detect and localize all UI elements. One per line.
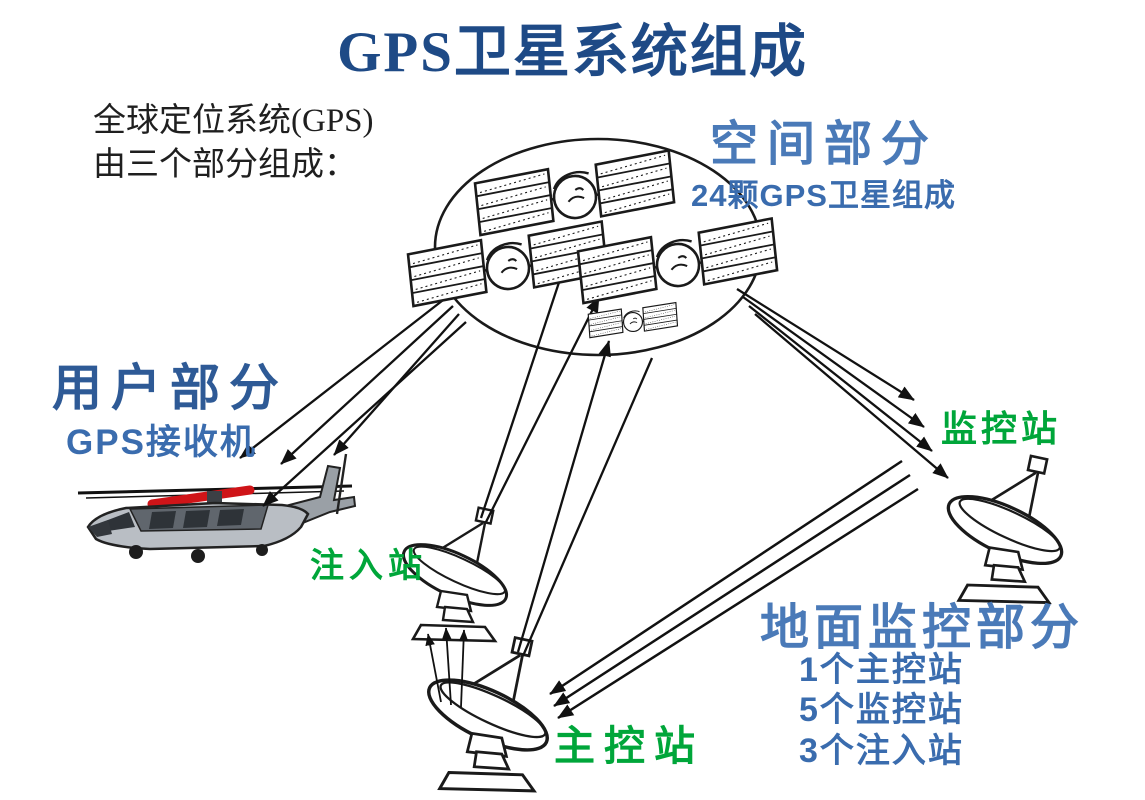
ground-segment-list: 1个主控站 5个监控站 3个注入站 xyxy=(799,651,964,773)
helicopter-icon xyxy=(77,453,357,563)
master-to-satellite-arrows xyxy=(516,340,654,657)
ground-list-item: 5个监控站 xyxy=(799,691,964,730)
intro-line-1: 全球定位系统(GPS) xyxy=(93,103,374,139)
master-station-label: 主控站 xyxy=(554,723,704,769)
receiver-highlight-red-blade xyxy=(147,485,255,509)
ground-list-item: 1个主控站 xyxy=(799,651,964,689)
master-station-dish-icon xyxy=(417,635,559,793)
user-segment-heading: 用户部分 xyxy=(52,360,288,416)
space-segment-heading: 空间部分 xyxy=(710,118,939,171)
page-title: GPS卫星系统组成 xyxy=(337,21,808,84)
gps-satellite-small-icon xyxy=(588,303,678,338)
satellite-to-user-arrows xyxy=(239,296,467,507)
user-segment-detail: GPS接收机 xyxy=(66,423,257,462)
intro-text: 全球定位系统(GPS) 由三个部分组成： xyxy=(93,100,374,187)
space-segment-detail: 24颗GPS卫星组成 xyxy=(691,178,956,213)
monitor-to-master-arrows xyxy=(549,459,919,720)
gps-satellite-icon xyxy=(474,150,676,235)
monitor-station-dish-icon xyxy=(937,454,1073,605)
ground-segment-heading: 地面监控部分 xyxy=(760,601,1085,655)
intro-line-2: 由三个部分组成： xyxy=(93,146,357,183)
satellite-to-monitor-arrows xyxy=(736,288,949,479)
monitor-station-label: 监控站 xyxy=(941,408,1062,449)
master-to-injection-arrows xyxy=(425,627,469,708)
ground-list-item: 3个注入站 xyxy=(799,731,964,770)
injection-station-label: 注入站 xyxy=(310,547,427,585)
